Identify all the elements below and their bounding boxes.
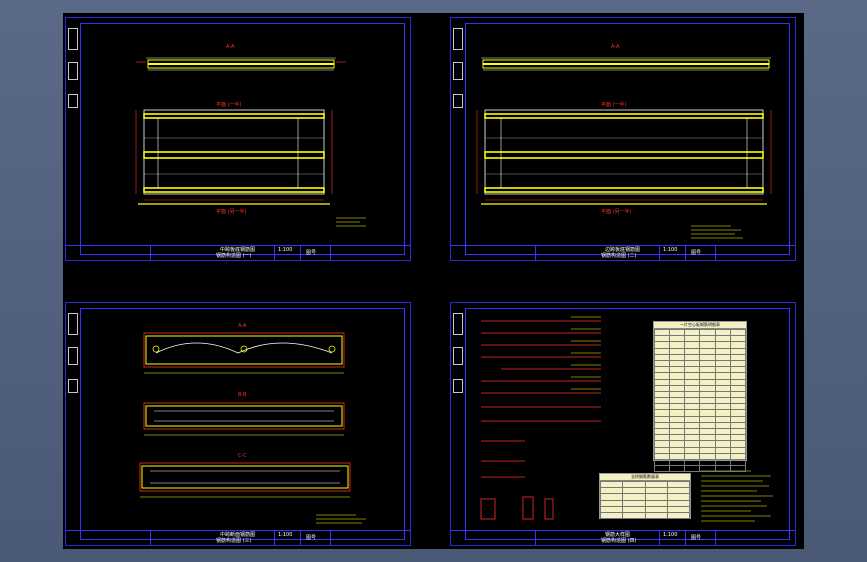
drawing-frame [80,23,405,255]
title-block-subtitle: 钢筋构造图 (三) [216,538,252,544]
margin-tab [453,62,463,80]
margin-tab [68,347,78,365]
title-block-subtitle: 钢筋构造图 (二) [601,253,637,259]
drawing-canvas[interactable]: A-A 平面 (一半) 平面 (另一半) 中跨板底钢筋图 钢筋构造图 (一) 1… [63,13,804,549]
quantity-grid [599,480,691,520]
sheet-3[interactable]: A-A B-B C-C 中跨断面钢筋图 钢筋构造图 (三) 1:100 图号 [65,302,411,546]
table-title: 全桥钢筋数量表 [600,474,690,481]
title-block-sheet-no: 图号 [306,535,317,541]
title-block: 边跨板底钢筋图 钢筋构造图 (二) 1:100 图号 [451,245,795,260]
quantity-table: 全桥钢筋数量表 [599,473,691,520]
margin-tab [68,94,78,108]
sheet-1[interactable]: A-A 平面 (一半) 平面 (另一半) 中跨板底钢筋图 钢筋构造图 (一) 1… [65,17,411,261]
margin-tab [68,379,78,393]
plan-top-label: 平面 (一半) [601,102,627,108]
sheet-2-drawing [476,57,772,239]
section-label: A-A [611,44,620,50]
sheet-1-drawing [135,57,366,227]
section-label-b: B-B [238,392,247,398]
plan-bottom-label: 平面 (另一半) [601,209,632,215]
title-block: 钢筋大样图 钢筋构造图 (四) 1:100 图号 [451,530,795,545]
margin-tab [453,313,463,335]
margin-tab [68,28,78,50]
title-block-scale: 1:100 [663,532,678,538]
section-label-a: A-A [238,323,247,329]
margin-tab [453,347,463,365]
title-block-subtitle: 钢筋构造图 (四) [601,538,637,544]
title-block: 中跨断面钢筋图 钢筋构造图 (三) 1:100 图号 [66,530,410,545]
margin-tab [453,379,463,393]
drawing-frame [465,308,790,540]
title-block-subtitle: 钢筋构造图 (一) [216,253,252,259]
title-block-scale: 1:100 [663,247,678,253]
title-block-title: 边跨板底钢筋图 [605,247,641,253]
schedule-grid [653,328,747,473]
title-block-sheet-no: 图号 [306,250,317,256]
title-block-title: 中跨板底钢筋图 [220,247,256,253]
plan-top-label: 平面 (一半) [216,102,242,108]
title-block-title: 中跨断面钢筋图 [220,532,256,538]
margin-tab [453,94,463,108]
rebar-schedule-table: 一片空心板钢筋明细表 [653,321,747,473]
sheet-4[interactable]: 一片空心板钢筋明细表 [450,302,796,546]
title-block-sheet-no: 图号 [691,535,702,541]
sheet-3-drawing [139,332,366,524]
section-label-c: C-C [238,453,247,459]
margin-tab [453,28,463,50]
margin-tab [68,62,78,80]
sheet-2[interactable]: A-A 平面 (一半) 平面 (另一半) 边跨板底钢筋图 钢筋构造图 (二) 1… [450,17,796,261]
drawing-frame [465,23,790,255]
table-title: 一片空心板钢筋明细表 [654,322,746,329]
title-block-sheet-no: 图号 [691,250,702,256]
title-block-title: 钢筋大样图 [605,532,631,538]
title-block-scale: 1:100 [278,247,293,253]
margin-tab [68,313,78,335]
section-label: A-A [226,44,235,50]
title-block-scale: 1:100 [278,532,293,538]
plan-bottom-label: 平面 (另一半) [216,209,247,215]
drawing-frame [80,308,405,540]
title-block: 中跨板底钢筋图 钢筋构造图 (一) 1:100 图号 [66,245,410,260]
